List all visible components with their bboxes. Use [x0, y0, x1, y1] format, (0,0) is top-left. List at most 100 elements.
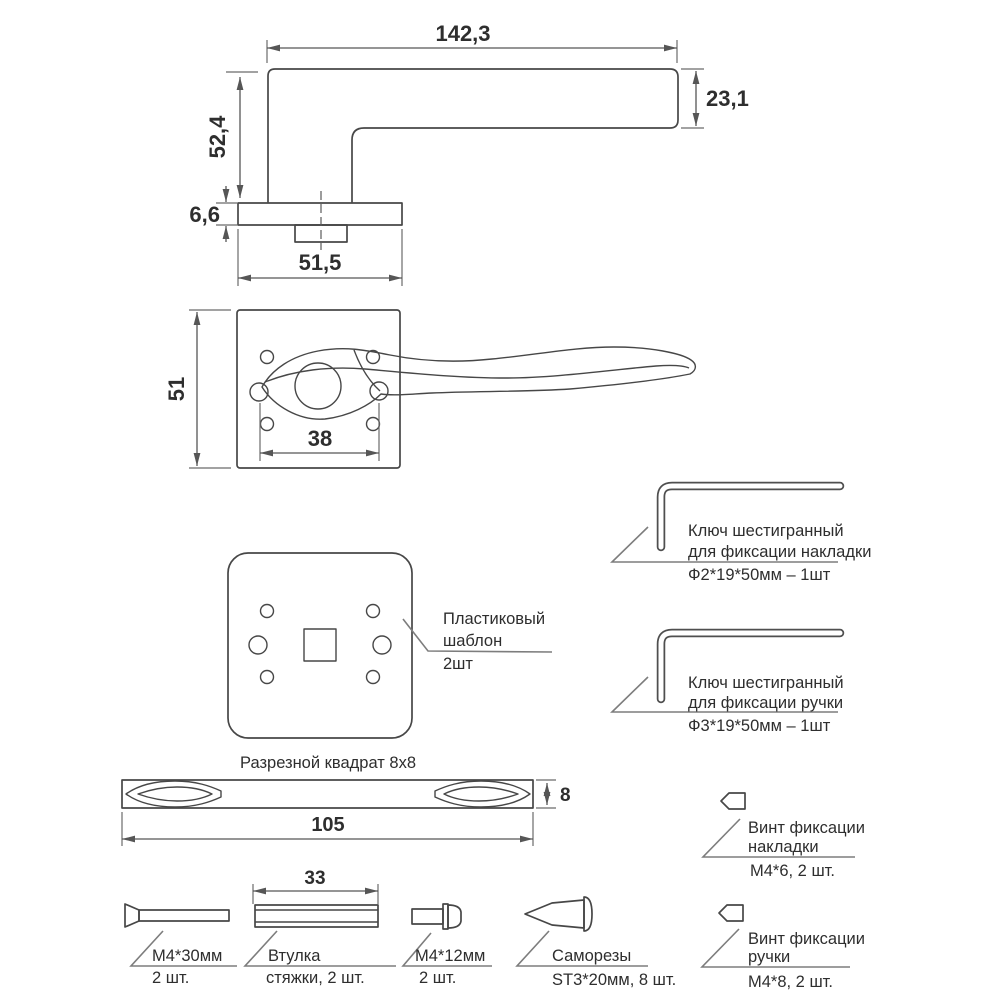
spindle-slot-right-outer — [434, 780, 531, 808]
plastic-template: Пластиковый шаблон 2шт — [227, 552, 553, 739]
dim-rosette-height-51: 51 — [164, 309, 231, 469]
screw-m4-30-label-line2: 2 шт. — [152, 969, 189, 987]
screw-hole-tr — [365, 349, 381, 365]
self-tapping-label-line2: ST3*20мм, 8 шт. — [552, 971, 676, 989]
plate-set-screw-leader — [701, 818, 855, 858]
self-tapping-screw: Саморезы ST3*20мм, 8 шт. — [515, 896, 676, 989]
hex-key-handle-label-line3: Ф3*19*50мм – 1шт — [688, 717, 831, 735]
lever-neck-line — [353, 349, 381, 392]
handle-side-outline — [267, 68, 679, 203]
dim-spindle-size-8: 8 — [536, 779, 571, 809]
lever-inner-contour — [264, 364, 690, 383]
dim-handle-length: 142,3 — [435, 21, 490, 46]
plate-set-screw-label-line1: Винт фиксации — [748, 819, 865, 837]
dim-plate-thickness-6: 6,6 — [189, 186, 237, 242]
spindle-slot-right-inner — [443, 786, 519, 802]
dim-total-height-52: 52,4 — [205, 71, 258, 198]
hex-key-plate-label-line1: Ключ шестигранный — [688, 522, 844, 540]
sleeve: 33 Втулка стяжки, 2 шт. — [243, 868, 396, 987]
rosette-top — [236, 309, 401, 469]
dim-plate-width-51: 51,5 — [237, 229, 403, 286]
rosette-side — [237, 202, 403, 226]
screw-m4-12-cap — [447, 904, 462, 929]
screw-m4-30-head — [124, 903, 140, 928]
template-label-line2: шаблон — [443, 632, 502, 650]
spindle-title: Разрезной квадрат 8x8 — [240, 754, 416, 772]
handle-set-screw-label-line1: Винт фиксации — [748, 930, 865, 948]
hex-key-handle: Ключ шестигранный для фиксации ручки Ф3*… — [610, 628, 845, 735]
template-square-hole — [303, 628, 337, 662]
sleeve-label-line1: Втулка — [268, 947, 321, 965]
screw-m4-12-leader — [401, 932, 492, 967]
handle-set-screw-shape — [718, 904, 744, 922]
hex-key-handle-shape-inner — [658, 630, 843, 702]
screw-m4-12-flange — [442, 903, 449, 930]
dim-spindle-length: 105 — [311, 814, 344, 836]
dim-sleeve-33: 33 — [252, 868, 379, 904]
screw-hole-bl — [259, 416, 275, 432]
spindle-slot-left-outer — [125, 780, 222, 808]
screw-hole-tl — [259, 349, 275, 365]
fix-hole-left — [249, 382, 269, 402]
screw-m4-12-label-line1: М4*12мм — [415, 947, 485, 965]
dim-grip-height: 23,1 — [706, 86, 749, 111]
dim-length-142: 142,3 — [266, 21, 678, 63]
plate-set-screw-shape — [720, 792, 746, 810]
dim-hole-spacing-38: 38 — [259, 403, 380, 461]
lever-outline — [261, 346, 697, 420]
dim-sleeve-length: 33 — [304, 868, 325, 889]
dim-spindle-size: 8 — [560, 785, 571, 806]
template-hole-ml — [248, 635, 268, 655]
self-tapping-label-line1: Саморезы — [552, 947, 631, 965]
screw-m4-12-shaft — [411, 908, 444, 925]
hex-key-handle-leader — [610, 676, 838, 713]
self-tapping-head — [583, 896, 593, 932]
hex-key-plate-leader — [610, 526, 838, 563]
screw-m4-12-label-line2: 2 шт. — [419, 969, 456, 987]
dim-spindle-length-105: 105 — [121, 812, 534, 846]
spindle-slot-left-inner — [137, 786, 213, 802]
plate-set-screw-label-line2: накладки — [748, 838, 819, 856]
hex-key-plate-label-line2: для фиксации накладки — [688, 543, 871, 561]
template-label-line1: Пластиковый — [443, 610, 545, 628]
screw-m4-30: М4*30мм 2 шт. — [124, 903, 237, 987]
hex-key-handle-label-line2: для фиксации ручки — [688, 694, 843, 712]
sleeve-label-line2: стяжки, 2 шт. — [266, 969, 365, 987]
dim-overall-height: 52,4 — [205, 115, 230, 159]
fix-hole-right — [369, 381, 389, 401]
screw-m4-30-label-line1: М4*30мм — [152, 947, 222, 965]
handle-set-screw-leader — [700, 928, 850, 968]
handle-side-view: 142,3 23,1 52,4 6,6 51,5 — [189, 21, 749, 286]
sleeve-leader — [243, 930, 396, 967]
template-hole-mr — [372, 635, 392, 655]
hex-key-plate: Ключ шестигранный для фиксации накладки … — [610, 481, 871, 584]
spindle-bar: Разрезной квадрат 8x8 8 105 — [121, 754, 571, 846]
screw-hole-br — [365, 416, 381, 432]
spindle-bore — [294, 362, 342, 410]
handle-set-screw: Винт фиксации ручки М4*8, 2 шт. — [700, 904, 865, 991]
spindle-outline — [121, 779, 534, 809]
template-leader — [402, 618, 553, 653]
plate-set-screw-label-line3: М4*6, 2 шт. — [750, 862, 835, 880]
hex-key-plate-label-line3: Ф2*19*50мм – 1шт — [688, 566, 831, 584]
screw-m4-30-leader — [129, 930, 237, 967]
template-hole-bl — [259, 669, 275, 685]
sleeve-body — [254, 904, 379, 928]
plate-set-screw: Винт фиксации накладки М4*6, 2 шт. — [701, 792, 865, 880]
dim-plate-height: 51 — [164, 377, 189, 401]
template-hole-tr — [365, 603, 381, 619]
self-tapping-leader — [515, 930, 648, 967]
dim-bar-height-23: 23,1 — [681, 68, 749, 129]
handle-top-view: 51 38 — [164, 309, 697, 469]
template-outline — [227, 552, 413, 739]
hex-key-plate-shape-inner — [658, 483, 843, 550]
dim-hole-spacing: 38 — [308, 426, 332, 451]
template-hole-br — [365, 669, 381, 685]
dim-plate-thickness: 6,6 — [189, 202, 220, 227]
self-tapping-body — [524, 899, 585, 929]
handle-set-screw-label-line3: М4*8, 2 шт. — [748, 973, 833, 991]
hex-key-handle-label-line1: Ключ шестигранный — [688, 674, 844, 692]
template-hole-tl — [259, 603, 275, 619]
